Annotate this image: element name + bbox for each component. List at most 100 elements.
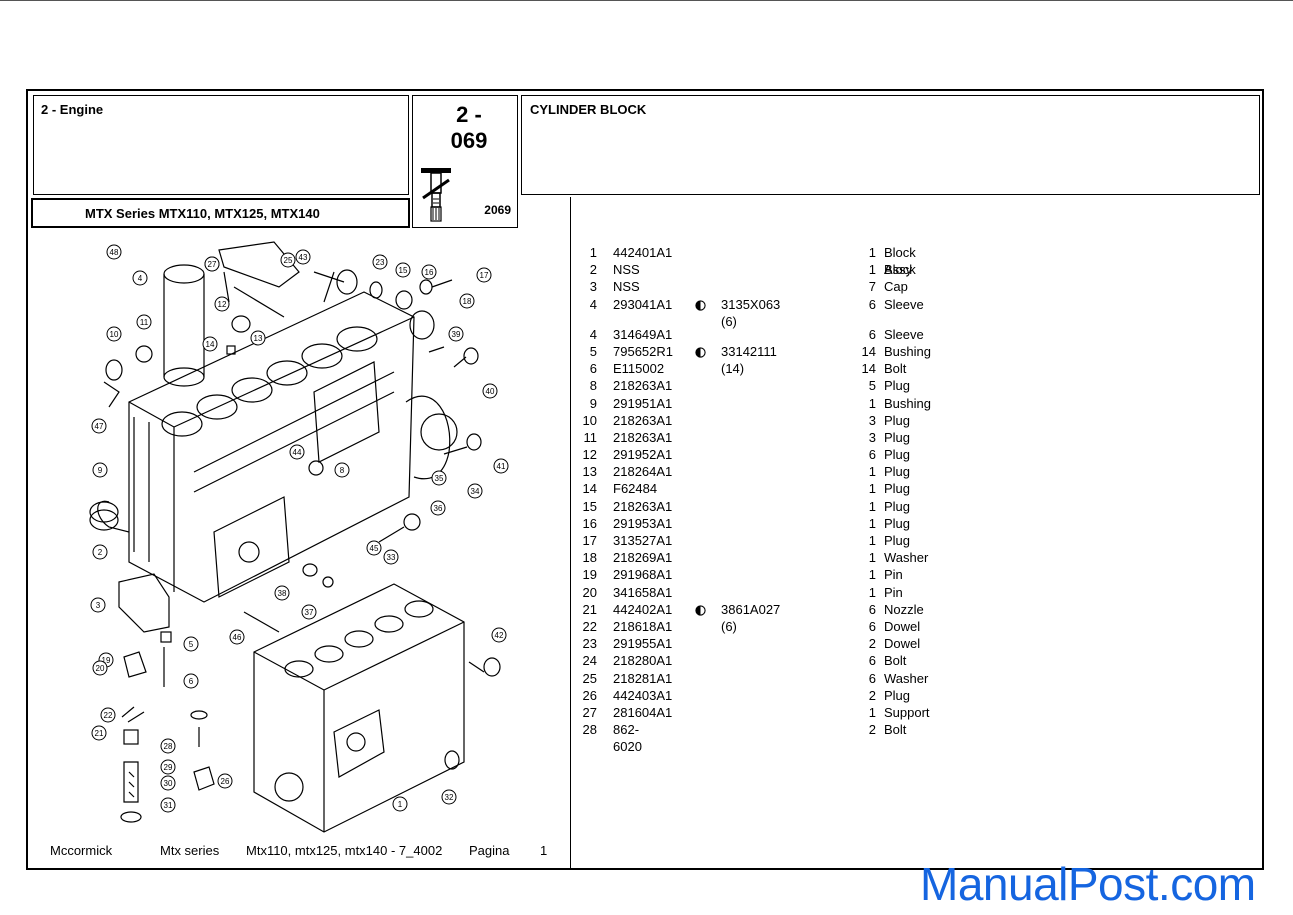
callout-11: 11 bbox=[136, 314, 152, 330]
callout-label: 4 bbox=[138, 274, 143, 283]
section-title: 2 - Engine bbox=[41, 102, 104, 117]
callout-label: 14 bbox=[206, 340, 215, 349]
parts-part: 341658A1 bbox=[613, 584, 673, 600]
code-box: 2 - 069 2069 bbox=[412, 95, 518, 228]
parts-no: 26 bbox=[582, 687, 597, 703]
parts-no: 24 bbox=[582, 653, 597, 669]
callout-20: 20 bbox=[92, 660, 108, 676]
callout-label: 2 bbox=[98, 548, 103, 557]
callout-6: 6 bbox=[183, 673, 199, 689]
model-title: MTX Series MTX110, MTX125, MTX140 bbox=[85, 206, 320, 221]
parts-no: 1 bbox=[589, 245, 597, 260]
parts-no: 15 bbox=[582, 498, 597, 514]
parts-part: 442402A1 bbox=[613, 601, 673, 617]
parts-desc: Plug bbox=[884, 498, 911, 514]
callout-5: 5 bbox=[183, 636, 199, 652]
parts-qty: 5 bbox=[868, 378, 876, 394]
parts-desc: Pin bbox=[884, 584, 903, 600]
callout-label: 29 bbox=[164, 763, 173, 772]
callout-17: 17 bbox=[476, 267, 492, 283]
parts-qty: 6 bbox=[868, 326, 876, 342]
callout-label: 28 bbox=[164, 742, 173, 751]
parts-no: 6 bbox=[589, 361, 597, 377]
parts-qty: 1 bbox=[868, 567, 876, 583]
parts-qty: 1 bbox=[868, 704, 876, 720]
callout-label: 31 bbox=[164, 801, 173, 810]
callout-label: 48 bbox=[110, 248, 119, 257]
callout-18: 18 bbox=[459, 293, 475, 309]
parts-desc: Bolt bbox=[884, 653, 907, 669]
parts-no: 14 bbox=[582, 481, 597, 497]
parts-desc: Bolt bbox=[884, 722, 907, 738]
callout-label: 9 bbox=[98, 466, 103, 475]
parts-alt: 3861A027 (6) bbox=[721, 601, 781, 634]
parts-no: 3 bbox=[589, 279, 597, 295]
parts-part: 442403A1 bbox=[613, 687, 673, 703]
callout-label: 3 bbox=[96, 601, 101, 610]
callout-39: 39 bbox=[448, 326, 464, 342]
callout-label: 19 bbox=[102, 656, 111, 665]
callout-label: 32 bbox=[445, 793, 454, 802]
parts-no: 23 bbox=[582, 636, 597, 652]
callout-35: 35 bbox=[431, 470, 447, 486]
parts-qty: 1 bbox=[868, 245, 876, 260]
callout-label: 16 bbox=[425, 268, 434, 277]
parts-desc: Dowel bbox=[884, 636, 921, 652]
callout-23: 23 bbox=[372, 254, 388, 270]
parts-qty: 1 bbox=[868, 515, 876, 531]
parts-qty: 1 bbox=[868, 262, 876, 278]
parts-no: 28 bbox=[582, 722, 597, 738]
callout-label: 44 bbox=[293, 448, 302, 457]
callout-13: 13 bbox=[250, 330, 266, 346]
parts-part: 218263A1 bbox=[613, 498, 673, 514]
callout-38: 38 bbox=[274, 585, 290, 601]
callout-16: 16 bbox=[421, 264, 437, 280]
parts-desc: Pin bbox=[884, 567, 903, 583]
callout-label: 27 bbox=[208, 260, 217, 269]
parts-desc: Plug bbox=[884, 447, 911, 463]
page-title: CYLINDER BLOCK bbox=[530, 102, 647, 117]
footer-brand: Mccormick bbox=[50, 843, 113, 858]
parts-qty: 6 bbox=[868, 653, 876, 669]
parts-no: 16 bbox=[582, 515, 597, 531]
callout-25: 25 bbox=[280, 252, 296, 268]
parts-part: 218281A1 bbox=[613, 670, 673, 686]
callout-label: 17 bbox=[480, 271, 489, 280]
parts-part: 218263A1 bbox=[613, 429, 673, 445]
callout-42: 42 bbox=[491, 627, 507, 643]
parts-part: 314649A1 bbox=[613, 326, 673, 342]
parts-part: 218264A1 bbox=[613, 464, 673, 480]
callout-label: 30 bbox=[164, 779, 173, 788]
callout-label: 45 bbox=[370, 544, 379, 553]
callout-label: 15 bbox=[399, 266, 408, 275]
engine-tool-icon bbox=[421, 168, 451, 222]
parts-desc: Plug bbox=[884, 464, 911, 480]
parts-part: 291952A1 bbox=[613, 447, 673, 463]
parts-desc: Sleeve bbox=[884, 326, 924, 342]
callout-48: 48 bbox=[106, 244, 122, 260]
callout-label: 35 bbox=[435, 474, 444, 483]
cylinder-block-diagram: 1234568910111213141516171819202122232425… bbox=[89, 241, 509, 833]
callout-label: 25 bbox=[284, 256, 293, 265]
parts-no: 4 bbox=[589, 296, 597, 312]
callout-31: 31 bbox=[160, 797, 176, 813]
callout-1: 1 bbox=[392, 796, 408, 812]
footer-doc: Mtx110, mtx125, mtx140 - 7_4002 bbox=[246, 843, 443, 858]
parts-no: 17 bbox=[582, 533, 597, 548]
callout-14: 14 bbox=[202, 336, 218, 352]
callout-28: 28 bbox=[160, 738, 176, 754]
callout-47: 47 bbox=[91, 418, 107, 434]
callout-10: 10 bbox=[106, 326, 122, 342]
parts-part: 291968A1 bbox=[613, 567, 673, 583]
parts-part: 313527A1 bbox=[613, 533, 673, 548]
callout-44: 44 bbox=[289, 444, 305, 460]
callout-37: 37 bbox=[301, 604, 317, 620]
callout-40: 40 bbox=[482, 383, 498, 399]
parts-no: 9 bbox=[589, 395, 597, 411]
callout-12: 12 bbox=[214, 296, 230, 312]
callout-45: 45 bbox=[366, 540, 382, 556]
callout-label: 20 bbox=[96, 664, 105, 673]
parts-qty: 6 bbox=[868, 447, 876, 463]
parts-no: 20 bbox=[582, 584, 597, 600]
watermark: ManualPost.com bbox=[920, 858, 1256, 910]
